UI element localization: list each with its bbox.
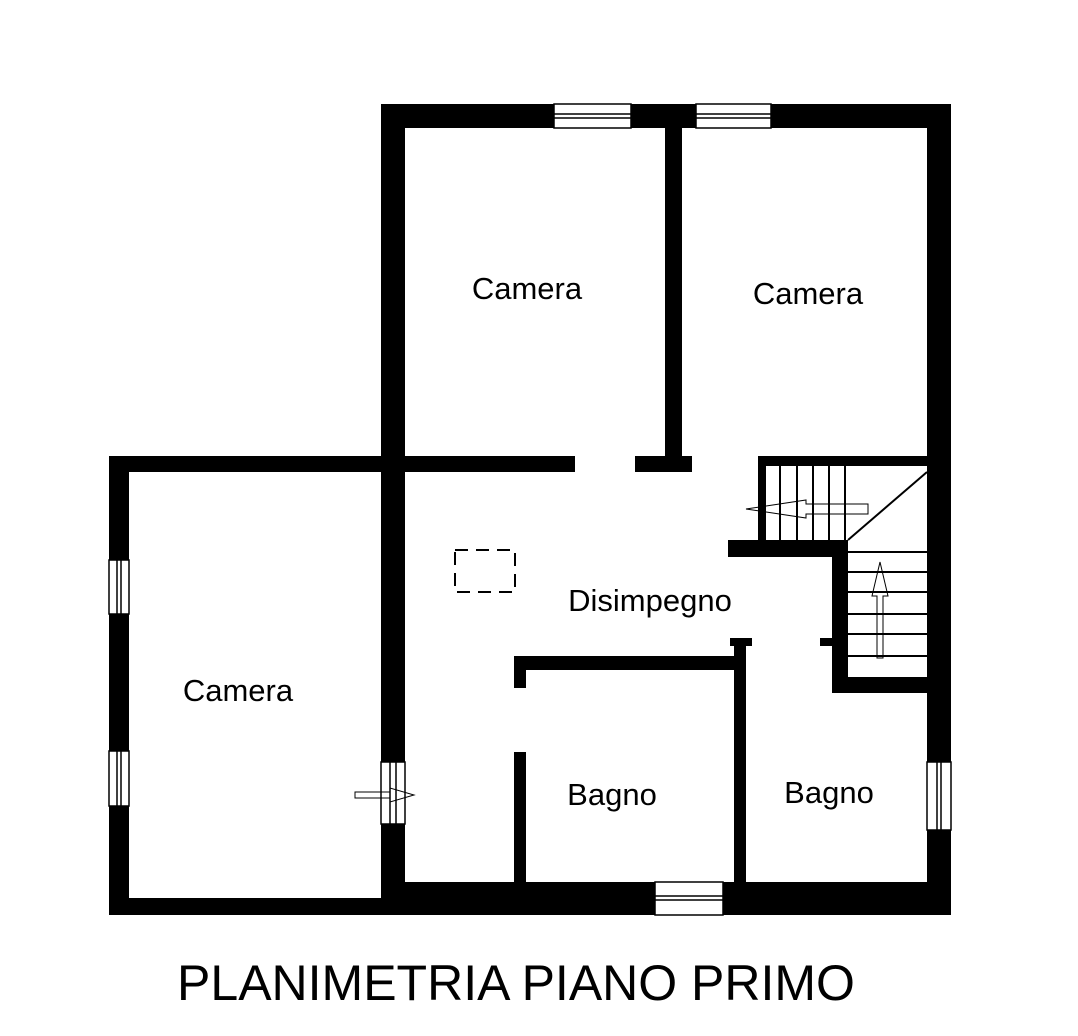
stair-arrow-left-icon	[745, 499, 869, 519]
wall-upper-partition-right	[635, 456, 692, 472]
door-arrow-icon	[354, 787, 416, 803]
wall-camera3-partition	[381, 456, 405, 901]
wall-upper-partition-left	[381, 456, 575, 472]
wall-stair-landing	[728, 540, 848, 557]
window-right	[926, 761, 952, 831]
wall-bagno-divider-cap	[730, 638, 752, 646]
dashed-hatch	[454, 549, 516, 593]
wall-bagno-left	[514, 752, 526, 887]
wall-left-top	[109, 456, 405, 472]
stairs	[745, 466, 928, 659]
wall-bagno-divider	[734, 640, 746, 887]
room-label-camera-top-right: Camera	[753, 276, 864, 311]
wall-bagno-stub	[514, 656, 526, 688]
room-label-bagno-right: Bagno	[784, 775, 874, 810]
wall-stair-inner	[832, 540, 848, 693]
room-label-bagno-left: Bagno	[567, 777, 657, 812]
windows	[108, 103, 952, 916]
room-label-disimpegno: Disimpegno	[568, 583, 732, 618]
wall-camera-divider	[665, 104, 682, 472]
window-left-lower	[108, 750, 130, 807]
window-top-right	[695, 103, 772, 129]
wall-stub-right	[820, 638, 834, 646]
wall-stair-bottom	[832, 677, 951, 693]
window-top-left	[553, 103, 632, 129]
wall-stair-top	[758, 456, 951, 466]
wall-left	[109, 456, 129, 915]
room-labels: Camera Camera Camera Disimpegno Bagno Ba…	[183, 271, 874, 812]
window-left-upper	[108, 559, 130, 615]
room-label-camera-top-left: Camera	[472, 271, 583, 306]
room-label-camera-left: Camera	[183, 673, 294, 708]
wall-bagno-top	[514, 656, 746, 670]
wall-upper-left	[381, 104, 405, 482]
wall-stair-left	[758, 456, 766, 540]
stair-arrow-up-icon	[871, 561, 889, 659]
plan-title: PLANIMETRIA PIANO PRIMO	[177, 955, 855, 1011]
window-bottom	[654, 881, 724, 916]
window-internal	[380, 761, 406, 825]
